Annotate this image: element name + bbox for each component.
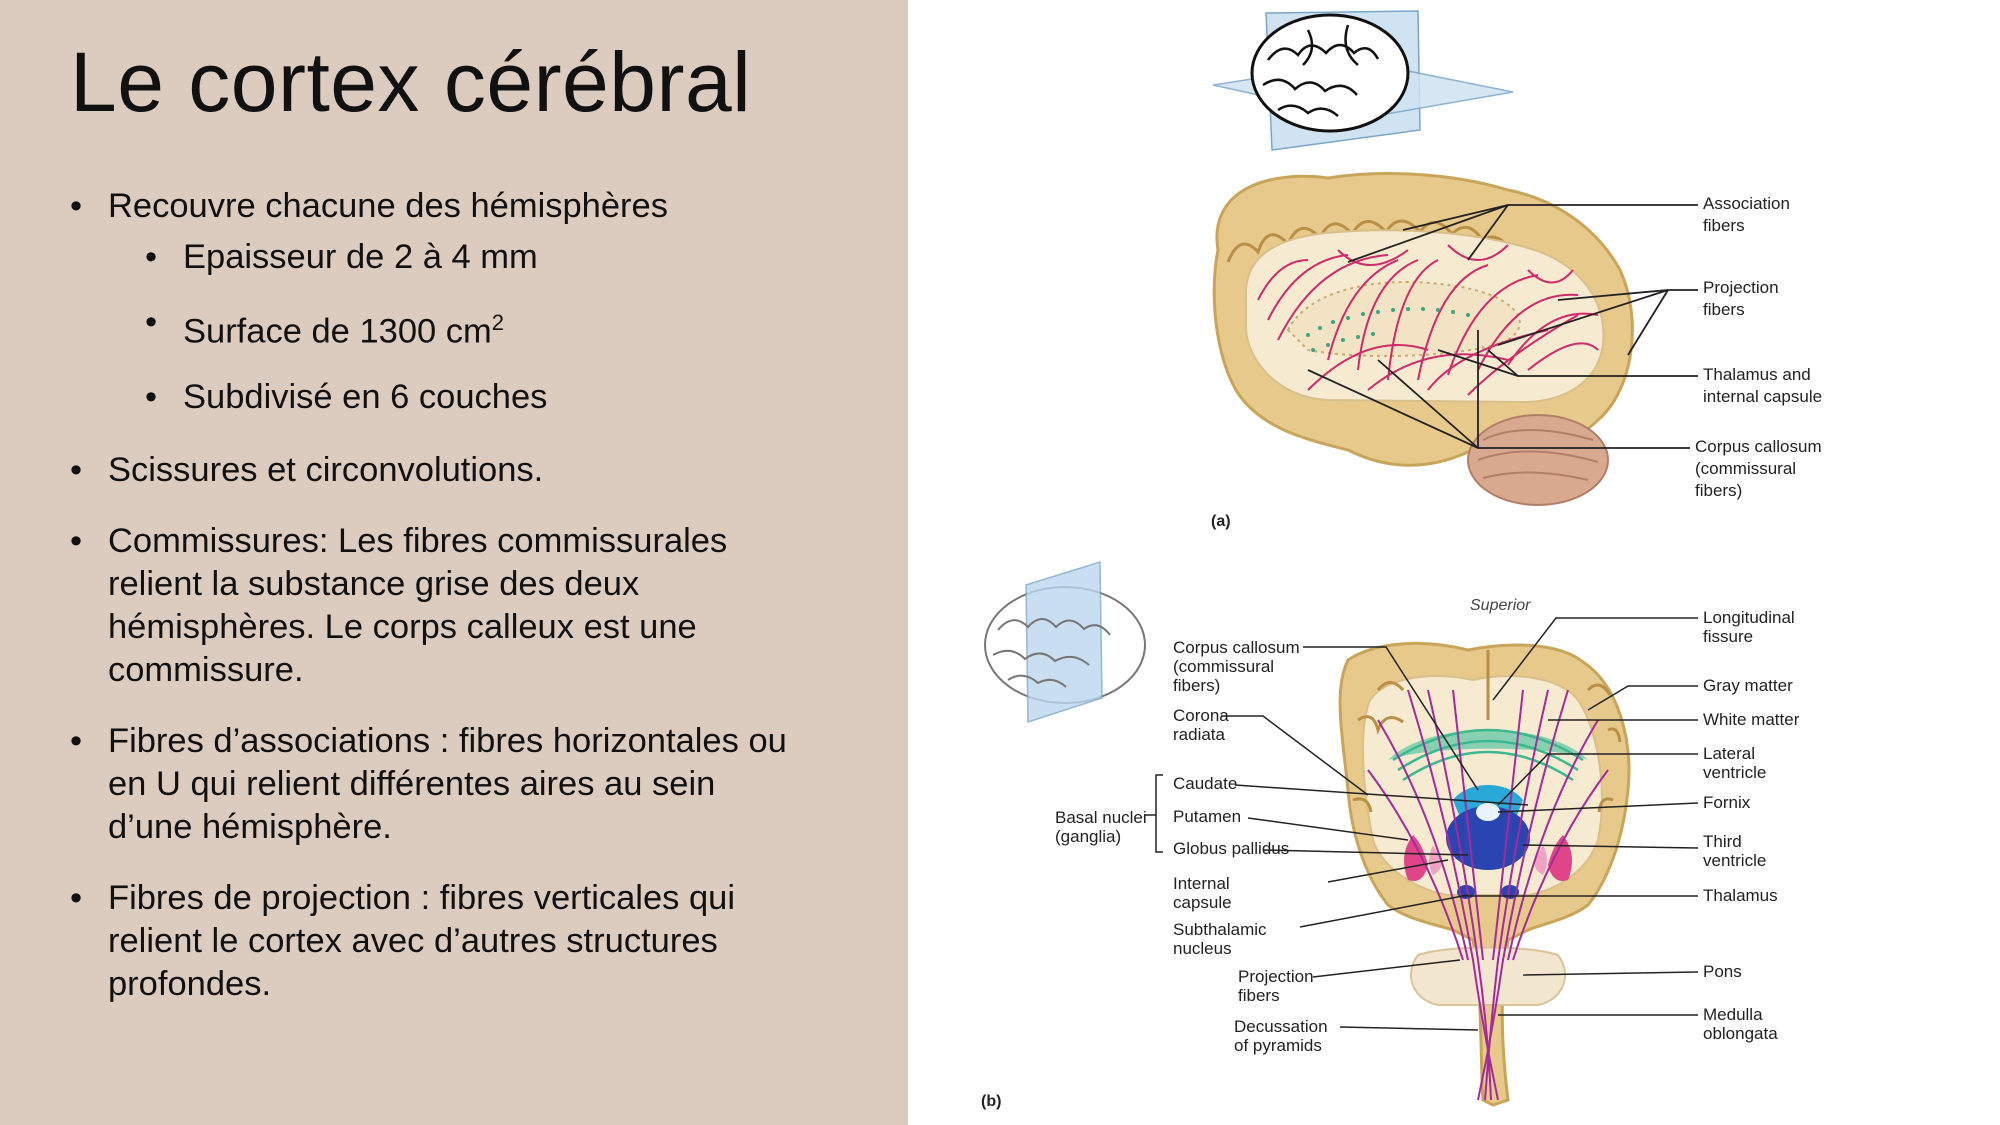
label-corona-radiata-2: radiata bbox=[1173, 725, 1226, 744]
sub-bullet-layers: Subdivisé en 6 couches bbox=[145, 376, 790, 419]
bullet-list: Recouvre chacune des hémisphères Epaisse… bbox=[70, 185, 790, 1006]
label-third-ventricle: Third bbox=[1703, 832, 1742, 851]
bullet-association-fibers: Fibres d’associations : fibres horizonta… bbox=[70, 720, 790, 849]
orientation-inset-b bbox=[984, 560, 1146, 724]
label-projection-fibers-2: fibers bbox=[1703, 300, 1745, 319]
label-globus-pallidus: Globus pallidus bbox=[1173, 839, 1289, 858]
figure-panel: Association fibers Projection fibers Tha… bbox=[908, 0, 2000, 1125]
slide-title: Le cortex cérébral bbox=[70, 35, 752, 129]
label-corpus-callosum-a-2: (commissural bbox=[1695, 459, 1796, 478]
sub-bullet-thickness: Epaisseur de 2 à 4 mm bbox=[145, 236, 790, 279]
label-lateral-ventricle-2: ventricle bbox=[1703, 763, 1766, 782]
label-lateral-ventricle: Lateral bbox=[1703, 744, 1755, 763]
label-corpus-callosum-a-3: fibers) bbox=[1695, 481, 1742, 500]
label-longitudinal-fissure-2: fissure bbox=[1703, 627, 1753, 646]
label-association-fibers-2: fibers bbox=[1703, 216, 1745, 235]
label-internal-capsule-2: capsule bbox=[1173, 893, 1232, 912]
label-medulla-oblongata: Medulla bbox=[1703, 1005, 1763, 1024]
label-subthalamic-nucleus: Subthalamic bbox=[1173, 920, 1267, 939]
brain-anatomy-figure: Association fibers Projection fibers Tha… bbox=[981, 10, 1822, 1110]
label-caudate: Caudate bbox=[1173, 774, 1237, 793]
label-basal-nuclei-2: (ganglia) bbox=[1055, 827, 1121, 846]
text-panel: Le cortex cérébral Recouvre chacune des … bbox=[0, 0, 908, 1125]
label-third-ventricle-2: ventricle bbox=[1703, 851, 1766, 870]
bullet-fissures: Scissures et circonvolutions. bbox=[70, 449, 790, 492]
label-white-matter: White matter bbox=[1703, 710, 1800, 729]
label-decussation-pyramids: Decussation bbox=[1234, 1017, 1328, 1036]
label-corpus-callosum-b-2: (commissural bbox=[1173, 657, 1274, 676]
label-superior: Superior bbox=[1470, 597, 1531, 614]
bullet-cortex-covers: Recouvre chacune des hémisphères bbox=[70, 185, 790, 228]
label-gray-matter: Gray matter bbox=[1703, 676, 1793, 695]
label-pons: Pons bbox=[1703, 962, 1742, 981]
panel-label-b: (b) bbox=[981, 1093, 1001, 1110]
label-putamen: Putamen bbox=[1173, 807, 1241, 826]
label-thalamus-internal-capsule: Thalamus and bbox=[1703, 365, 1811, 384]
label-thalamus-internal-capsule-2: internal capsule bbox=[1703, 387, 1822, 406]
label-corona-radiata: Corona bbox=[1173, 706, 1229, 725]
label-corpus-callosum-b: Corpus callosum bbox=[1173, 638, 1300, 657]
label-corpus-callosum-a: Corpus callosum bbox=[1695, 437, 1822, 456]
label-fornix: Fornix bbox=[1703, 793, 1751, 812]
figure-b-labels: Superior Corpus callosum (commissural fi… bbox=[981, 597, 1800, 1110]
panel-label-a: (a) bbox=[1211, 513, 1231, 530]
label-basal-nuclei: Basal nuclei bbox=[1055, 808, 1147, 827]
sub-bullet-surface: Surface de 1300 cm2 bbox=[145, 301, 790, 354]
label-projection-fibers-b: Projection bbox=[1238, 967, 1314, 986]
label-internal-capsule: Internal bbox=[1173, 874, 1230, 893]
bullet-projection-fibers: Fibres de projection : fibres verticales… bbox=[70, 877, 790, 1006]
label-decussation-pyramids-2: of pyramids bbox=[1234, 1036, 1322, 1055]
surface-text: Surface de 1300 cm bbox=[183, 312, 492, 351]
brain-sagittal-section bbox=[1212, 172, 1698, 506]
label-longitudinal-fissure: Longitudinal bbox=[1703, 608, 1795, 627]
surface-exponent: 2 bbox=[491, 310, 505, 335]
label-association-fibers: Association bbox=[1703, 194, 1790, 213]
label-projection-fibers: Projection bbox=[1703, 278, 1779, 297]
label-corpus-callosum-b-3: fibers) bbox=[1173, 676, 1220, 695]
orientation-inset-a bbox=[1212, 10, 1514, 151]
label-projection-fibers-b-2: fibers bbox=[1238, 986, 1280, 1005]
figure-a-labels: Association fibers Projection fibers Tha… bbox=[1211, 194, 1822, 530]
label-subthalamic-nucleus-2: nucleus bbox=[1173, 939, 1232, 958]
brain-coronal-section bbox=[1145, 617, 1699, 1107]
label-thalamus: Thalamus bbox=[1703, 886, 1778, 905]
bullet-commissures: Commissures: Les fibres commissurales re… bbox=[70, 520, 790, 692]
label-medulla-oblongata-2: oblongata bbox=[1703, 1024, 1778, 1043]
